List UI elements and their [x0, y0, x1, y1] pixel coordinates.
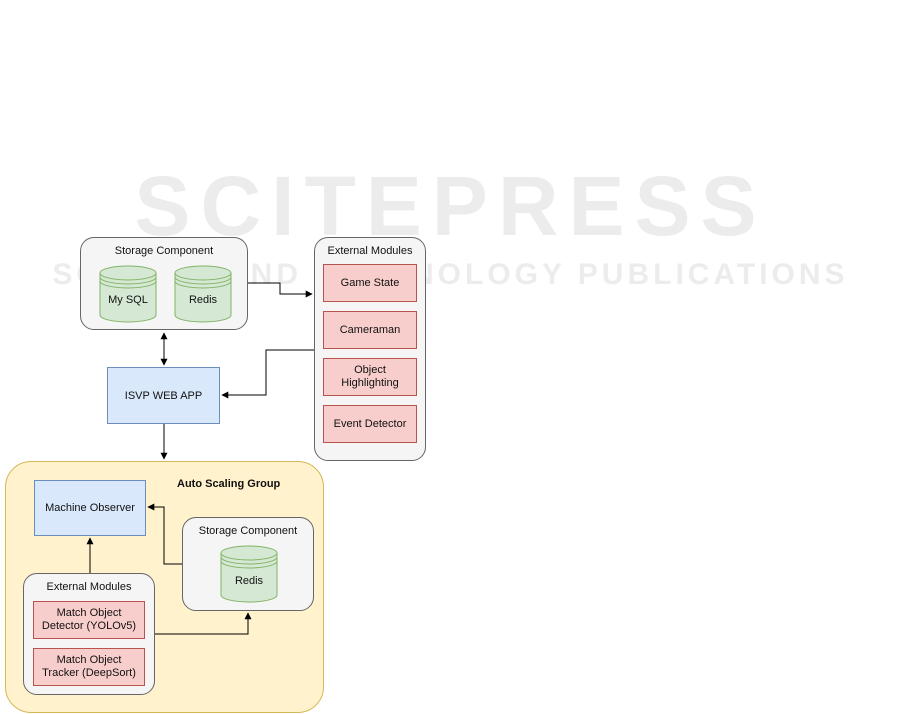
mysql-cylinder-icon [99, 265, 157, 323]
module-cameraman: Cameraman [323, 311, 417, 349]
asg-storage-component: Storage Component Redis [182, 517, 314, 611]
module-match-object-tracker: Match Object Tracker (DeepSort) [33, 648, 145, 686]
redis-asg-cylinder-icon [220, 545, 278, 603]
module-event-detector: Event Detector [323, 405, 417, 443]
redis-cylinder-icon [174, 265, 232, 323]
redis-database-top: Redis [174, 265, 232, 323]
top-external-title: External Modules [327, 245, 413, 257]
mysql-label: My SQL [108, 294, 148, 306]
isvp-web-app: ISVP WEB APP [107, 367, 220, 424]
top-storage-component: Storage Component My SQL Redis [80, 237, 248, 330]
top-storage-title: Storage Component [114, 245, 214, 257]
module-object-highlighting: Object Highlighting [323, 358, 417, 396]
auto-scaling-group-title: Auto Scaling Group [177, 478, 281, 490]
asg-storage-title: Storage Component [198, 525, 298, 537]
arrow-external-to-webapp [221, 349, 314, 399]
redis-label-asg: Redis [234, 575, 264, 587]
machine-observer: Machine Observer [34, 480, 146, 536]
asg-external-title: External Modules [46, 581, 132, 593]
redis-label-top: Redis [188, 294, 218, 306]
module-match-object-detector: Match Object Detector (YOLOv5) [33, 601, 145, 639]
module-game-state: Game State [323, 264, 417, 302]
redis-database-asg: Redis [220, 545, 278, 603]
mysql-database: My SQL [99, 265, 157, 323]
